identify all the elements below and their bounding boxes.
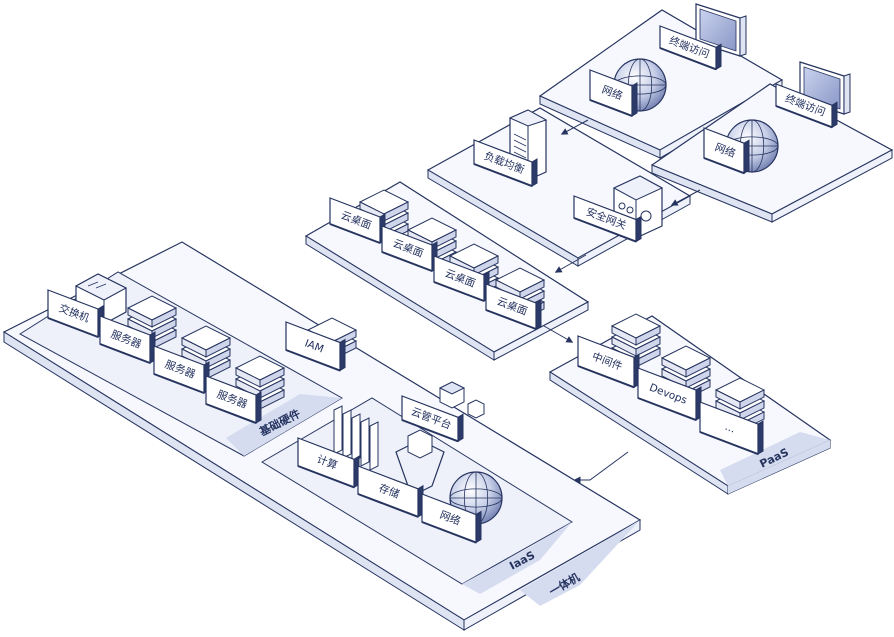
cloud-platform-cube-icon — [438, 381, 485, 419]
card-server-1: 服务器 — [99, 315, 156, 364]
card-desktop-2: 云桌面 — [381, 225, 438, 272]
card-ellipsis: ... — [699, 401, 764, 455]
card-load-balancer: 负载均衡 — [473, 139, 538, 187]
monitor-icon-top — [695, 3, 747, 57]
arrow-paas-to-appliance — [573, 451, 629, 484]
card-desktop-4: 云桌面 — [485, 283, 542, 330]
arrow-desktop-to-paas — [543, 325, 574, 343]
devops-stack-icon — [660, 345, 712, 400]
plate-desktop-edge-r — [493, 301, 589, 361]
arrow-top-to-lb — [560, 119, 589, 135]
compute-icon — [333, 405, 379, 471]
card-middleware: 中间件 — [577, 335, 640, 389]
appliance-tag-plate — [520, 520, 640, 606]
card-network-top: 网络 — [589, 69, 638, 117]
iaas-tag-plate — [462, 522, 572, 594]
arrow-gw-to-desktop — [554, 254, 587, 273]
base-hw-tag-plate — [226, 394, 342, 456]
card-iam: IAM — [285, 321, 346, 372]
storage-icon — [395, 429, 445, 493]
paas-tag-plate — [720, 432, 830, 486]
card-ellipsis-text: ... — [723, 421, 737, 436]
plate-terminal-right-edge-r — [771, 149, 893, 223]
card-storage: 存储 — [357, 465, 424, 518]
card-network-iaas: 网络 — [421, 493, 482, 544]
server-stack-icon-3 — [234, 355, 286, 410]
card-network-right: 网络 — [703, 127, 750, 175]
labels-layer: 终端访问网络终端访问网络负载均衡安全网关云桌面云桌面云桌面云桌面交换机服务器服务… — [47, 25, 838, 544]
paas-tag-bg — [728, 440, 830, 494]
card-compute: 计算 — [297, 437, 360, 489]
arrow-right-to-gw — [670, 189, 701, 206]
card-server-3: 服务器 — [205, 375, 262, 424]
connectors-layer — [543, 119, 701, 484]
